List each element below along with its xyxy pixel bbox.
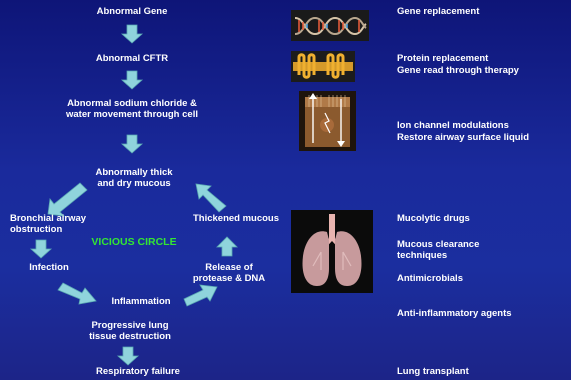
mucous-clearance-label: Mucous clearance techniques (397, 239, 507, 261)
membrane-protein-icon (291, 51, 355, 82)
read-through-label: Gene read through therapy (397, 65, 519, 76)
ion-channel-label: Ion channel modulations (397, 120, 509, 131)
mucolytic-label: Mucolytic drugs (397, 213, 470, 224)
abnormal-gene-label: Abnormal Gene (82, 6, 182, 17)
release-protease-label: Release of protease & DNA (186, 262, 272, 284)
arrow-transport-to-mucous (122, 135, 142, 153)
progressive-destruction-label: Progressive lung tissue destruction (82, 320, 178, 342)
infection-label: Infection (14, 262, 84, 273)
gene-replacement-label: Gene replacement (397, 6, 479, 17)
arrow-gene-to-cftr (122, 25, 142, 43)
ion-channel-cell-icon (299, 91, 356, 151)
bronchial-obstruction-label: Bronchial airway obstruction (10, 213, 110, 235)
abnormal-transport-label: Abnormal sodium chloride & water movemen… (62, 98, 202, 120)
arrow-destruction-to-failure (118, 347, 138, 365)
arrow-obstruction-to-infection (31, 240, 51, 258)
vicious-circle-label: VICIOUS CIRCLE (84, 237, 184, 248)
lung-transplant-label: Lung transplant (397, 366, 469, 377)
arrow-thickened-to-mucous (196, 184, 226, 212)
restore-asl-label: Restore airway surface liquid (397, 132, 529, 143)
arrow-release-to-thickened (217, 237, 237, 256)
protein-replacement-label: Protein replacement (397, 53, 488, 64)
respiratory-failure-label: Respiratory failure (78, 366, 198, 377)
anti-inflammatory-label: Anti-inflammatory agents (397, 308, 512, 319)
dna-helix-icon (291, 10, 369, 41)
abnormal-cftr-label: Abnormal CFTR (82, 53, 182, 64)
thickened-mucous-label: Thickened mucous (184, 213, 288, 224)
inflammation-label: Inflammation (96, 296, 186, 307)
arrow-mucous-to-obstruction (48, 183, 87, 216)
arrow-cftr-to-transport (122, 71, 142, 89)
arrow-infection-to-inflammation (58, 283, 96, 304)
lungs-icon (291, 210, 373, 293)
thick-mucous-label: Abnormally thick and dry mucous (86, 167, 182, 189)
antimicrobials-label: Antimicrobials (397, 273, 463, 284)
arrow-inflammation-to-release (184, 285, 217, 306)
